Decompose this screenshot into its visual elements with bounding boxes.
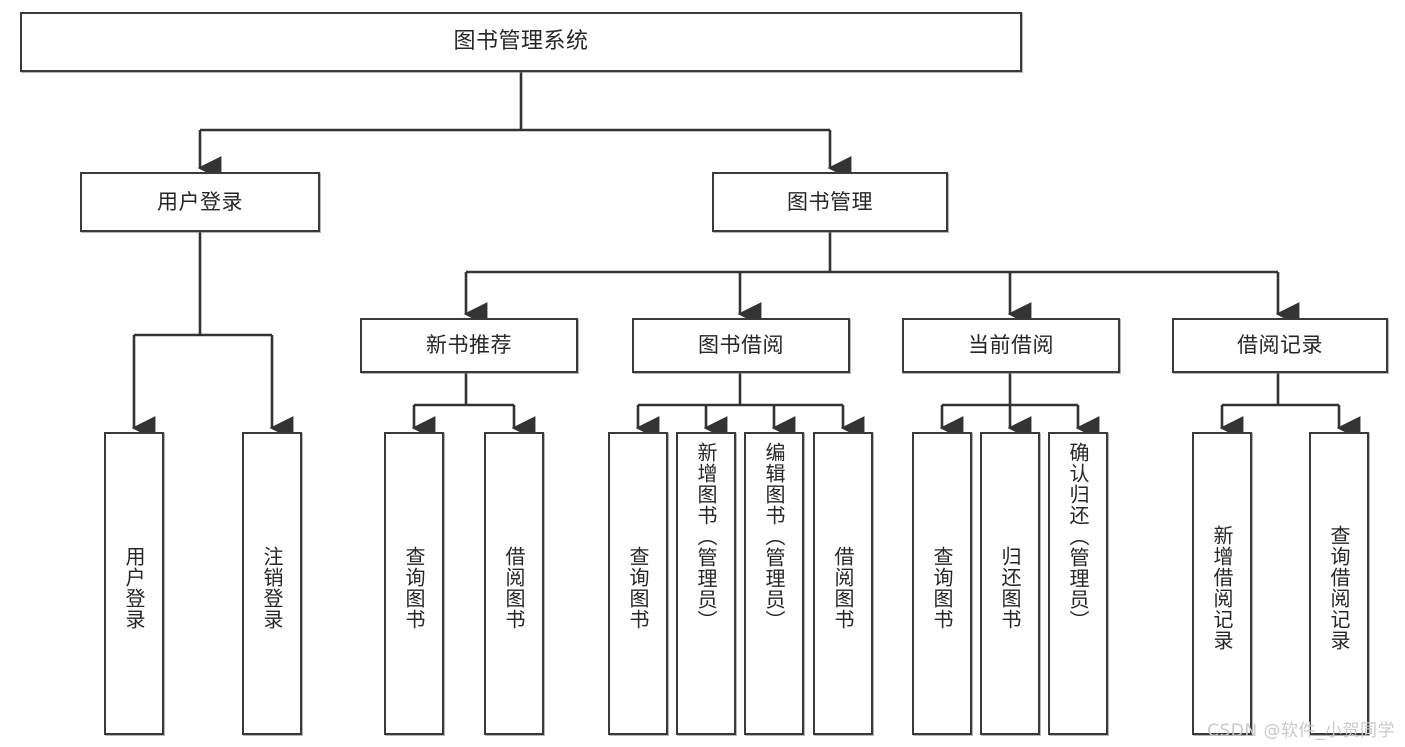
leaf-current-confirm-return-admin[interactable]: 确认归还（管理员）	[1048, 432, 1108, 735]
node-user-login[interactable]: 用户登录	[80, 172, 320, 232]
leaf-borrow-add-book-admin[interactable]: 新增图书（管理员）	[676, 432, 736, 735]
node-book-management[interactable]: 图书管理	[712, 172, 948, 232]
node-book-borrow[interactable]: 图书借阅	[632, 318, 850, 373]
node-label: 图书管理	[787, 189, 873, 214]
node-label: 查询图书	[626, 545, 650, 630]
node-borrow-record[interactable]: 借阅记录	[1172, 318, 1388, 373]
node-label: 新增图书（管理员）	[694, 442, 718, 631]
watermark-text: CSDN @软件_小贺同学	[1207, 721, 1395, 741]
node-label: 图书管理系统	[453, 29, 589, 55]
node-label: 用户登录	[122, 545, 146, 630]
node-label: 确认归还（管理员）	[1066, 442, 1090, 631]
node-label: 借阅图书	[831, 545, 855, 630]
leaf-current-query-book[interactable]: 查询图书	[912, 432, 972, 735]
node-current-borrow[interactable]: 当前借阅	[902, 318, 1120, 373]
node-label: 查询图书	[402, 545, 426, 630]
leaf-recommend-query-book[interactable]: 查询图书	[384, 432, 444, 735]
leaf-user-login-login[interactable]: 用户登录	[104, 432, 164, 735]
node-label: 编辑图书（管理员）	[762, 442, 786, 631]
node-label: 图书借阅	[698, 333, 784, 358]
node-label: 注销登录	[260, 545, 284, 630]
node-label: 查询借阅记录	[1327, 524, 1351, 651]
leaf-user-login-logout[interactable]: 注销登录	[242, 432, 302, 735]
node-label: 用户登录	[157, 189, 243, 214]
node-label: 查询图书	[930, 545, 954, 630]
leaf-borrow-edit-book-admin[interactable]: 编辑图书（管理员）	[744, 432, 804, 735]
node-label: 新增借阅记录	[1210, 524, 1234, 651]
leaf-record-add-record[interactable]: 新增借阅记录	[1192, 432, 1252, 735]
node-label: 借阅图书	[502, 545, 526, 630]
leaf-recommend-borrow-book[interactable]: 借阅图书	[484, 432, 544, 735]
node-label: 借阅记录	[1237, 333, 1323, 358]
node-label: 新书推荐	[426, 333, 512, 358]
node-root-system[interactable]: 图书管理系统	[20, 12, 1022, 72]
leaf-current-return-book[interactable]: 归还图书	[980, 432, 1040, 735]
node-new-book-recommend[interactable]: 新书推荐	[360, 318, 578, 373]
node-label: 归还图书	[998, 545, 1022, 630]
node-label: 当前借阅	[968, 333, 1054, 358]
leaf-borrow-borrow-book[interactable]: 借阅图书	[813, 432, 873, 735]
leaf-borrow-query-book[interactable]: 查询图书	[608, 432, 668, 735]
leaf-record-query-record[interactable]: 查询借阅记录	[1309, 432, 1369, 735]
